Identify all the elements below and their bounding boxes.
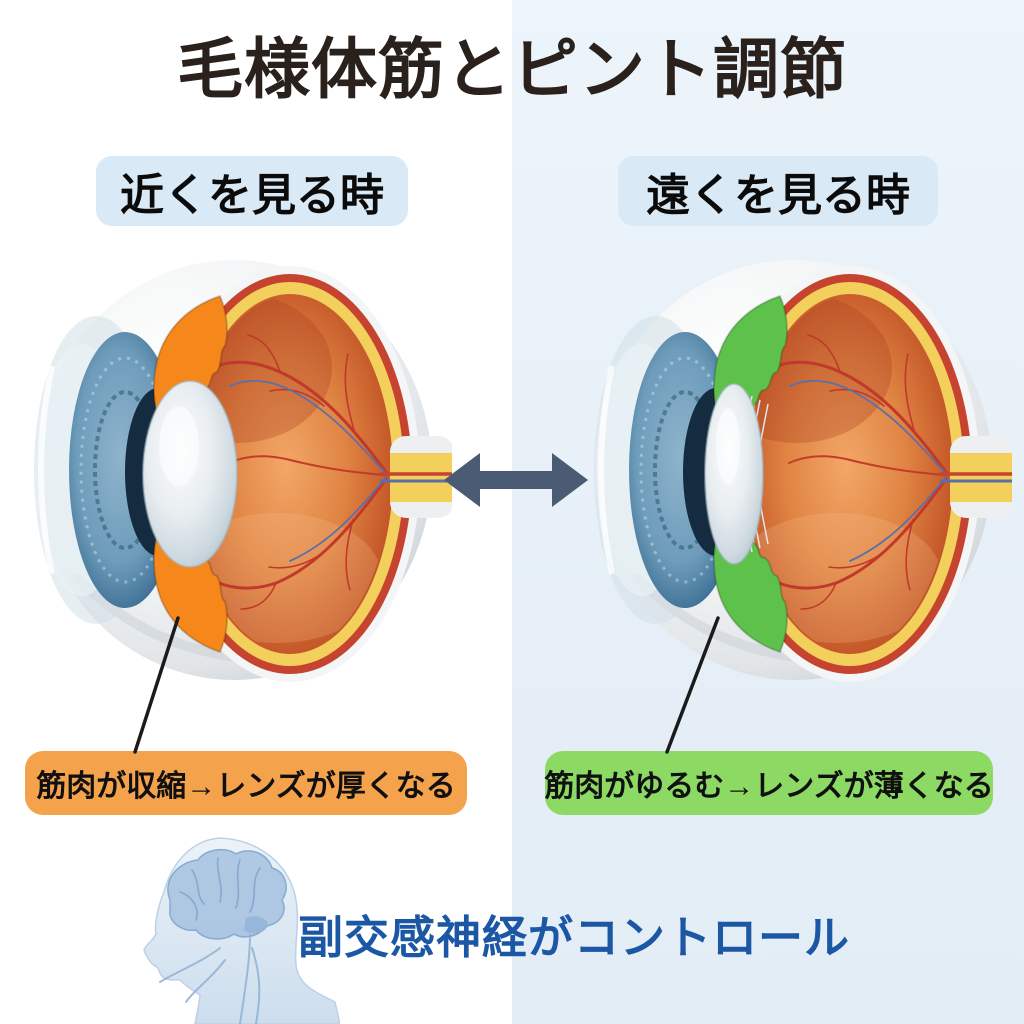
far-caption-box: 筋肉がゆるむ→レンズが薄くなる (544, 751, 994, 815)
near-caption-label: 筋肉が収縮→レンズが厚くなる (36, 770, 456, 803)
near-caption-box: 筋肉が収縮→レンズが厚くなる (25, 751, 467, 815)
far-vision-header-badge: 遠くを見る時 (618, 156, 938, 226)
cornea-highlight (598, 365, 615, 575)
eye-cross-section-far (594, 260, 1012, 682)
far-vision-header-label: 遠くを見る時 (646, 171, 910, 220)
near-vision-header-label: 近くを見る時 (120, 171, 384, 220)
eye-cross-section-near (34, 260, 452, 682)
cornea-highlight (38, 365, 55, 575)
lens-edge (142, 380, 238, 568)
fundus (187, 294, 393, 654)
page-title: 毛様体筋とピント調節 (177, 32, 847, 106)
optic-nerve (380, 436, 452, 518)
lens-edge (704, 383, 764, 565)
cerebellum (244, 916, 268, 934)
lens-highlight (716, 408, 740, 484)
fundus (747, 294, 953, 654)
nerve-lines (159, 934, 261, 1024)
far-caption-label: 筋肉がゆるむ→レンズが薄くなる (544, 770, 994, 803)
lens-highlight (159, 406, 199, 486)
footer-text: 副交感神経がコントロール (298, 912, 851, 963)
head-profile-brain-illustration (143, 837, 340, 1024)
brain-gyri (179, 857, 261, 921)
optic-nerve (940, 436, 1012, 518)
near-vision-header-badge: 近くを見る時 (96, 156, 408, 226)
